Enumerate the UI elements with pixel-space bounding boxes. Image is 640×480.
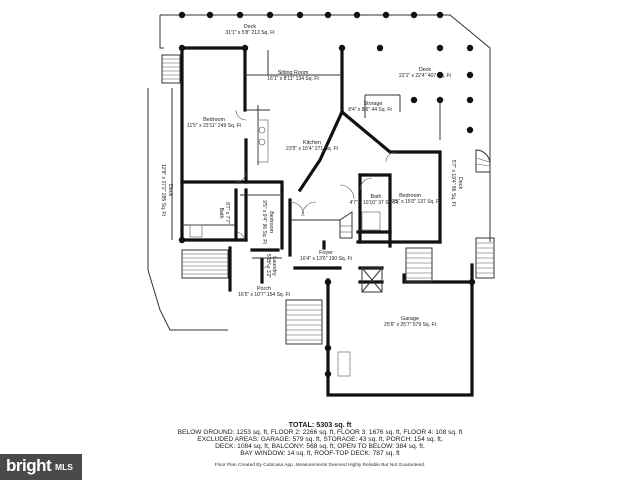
- room-name-kitchen: Kitchen: [303, 140, 321, 146]
- room-dims-deck-left: 12'8" x 37'2" 285 Sq. Ft: [160, 164, 166, 216]
- floor-plan-credit: Floor Plan Created By Cubicasa App. Meas…: [214, 463, 426, 468]
- room-name-sitting-room: Sitting Room: [278, 70, 309, 76]
- room-dims-bedroom-left: 11'5" x 23'11" 249 Sq. Ft: [187, 123, 242, 129]
- bright-mls-watermark: bright MLS: [0, 454, 82, 480]
- room-dims-foyer: 16'4" x 13'6" 190 Sq. Ft: [300, 256, 352, 262]
- room-name-porch: Porch: [257, 286, 271, 292]
- room-name-storage: Storage: [364, 101, 383, 107]
- room-dims-kitchen: 23'5" x 15'4" 271 Sq. Ft: [286, 146, 338, 152]
- deck-posts: [178, 11, 476, 378]
- stairs: [161, 54, 495, 345]
- room-dims-bedroom-small: 9'5" x 9'4" 96 Sq. Ft: [261, 200, 267, 244]
- room-dims-bedroom-right: 9'5" x 15'0" 137 Sq. Ft: [391, 199, 441, 205]
- room-labels: Deck 31'1" x 5'8" 213 Sq. Ft Sitting Roo…: [160, 24, 463, 328]
- room-name-foyer: Foyer: [319, 250, 333, 256]
- watermark-brand: bright: [6, 456, 52, 475]
- room-name-deck-far-right: Deck: [457, 177, 463, 190]
- room-name-bedroom-small: Bedroom: [268, 211, 274, 233]
- room-name-bedroom-right: Bedroom: [399, 193, 421, 199]
- summary-line-deck: DECK: 1084 sq. ft, BALCONY: 568 sq. ft, …: [215, 443, 425, 450]
- room-dims-deck-far-right: 5'7" x 19'4" 86 Sq. Ft: [450, 160, 456, 207]
- room-dims-bath-right: 4'7" x 10'10" 37 Sq. Ft: [349, 200, 399, 206]
- room-name-deck-right: Deck: [419, 67, 432, 73]
- door-swings: [235, 109, 397, 269]
- room-dims-garage: 25'6" x 25'7" 579 Sq. Ft: [384, 322, 436, 328]
- room-dims-storage: 8'4" x 8'6" 44 Sq. Ft: [348, 107, 392, 113]
- room-dims-sitting-room: 16'1" x 8'11" 134 Sq. Ft: [267, 76, 319, 82]
- room-name-bedroom-left: Bedroom: [203, 117, 225, 123]
- room-dims-bath-left: 8'7" x 7'7": [224, 202, 230, 224]
- room-name-deck-left: Deck: [167, 184, 173, 197]
- room-name-laundry: Laundry: [271, 256, 277, 276]
- room-name-bath-right: Bath: [370, 194, 381, 200]
- watermark-mls: MLS: [55, 462, 73, 472]
- room-name-garage: Garage: [401, 316, 419, 322]
- deck-outlines: [147, 14, 491, 331]
- partitions: [182, 50, 401, 377]
- room-name-deck-top: Deck: [244, 24, 257, 30]
- room-dims-porch: 16'5" x 10'7" 154 Sq. Ft: [238, 292, 290, 298]
- room-dims-deck-top: 31'1" x 5'8" 213 Sq. Ft: [225, 30, 275, 36]
- room-dims-laundry: 5'11" x 3'2": [265, 254, 271, 278]
- summary-line-excluded: EXCLUDED AREAS: GARAGE: 579 sq. ft, STOR…: [197, 436, 443, 443]
- total-area-heading: TOTAL: 5303 sq. ft: [288, 420, 352, 429]
- summary-line-bay: BAY WINDOW: 14 sq. ft, ROOF-TOP DECK: 78…: [240, 450, 400, 457]
- summary-line-floors: BELOW GROUND: 1253 sq. ft, FLOOR 2: 2266…: [177, 429, 463, 436]
- room-dims-deck-right: 22'1" x 22'4" 407 Sq. Ft: [399, 73, 451, 79]
- room-name-bath-left: Bath: [218, 207, 224, 218]
